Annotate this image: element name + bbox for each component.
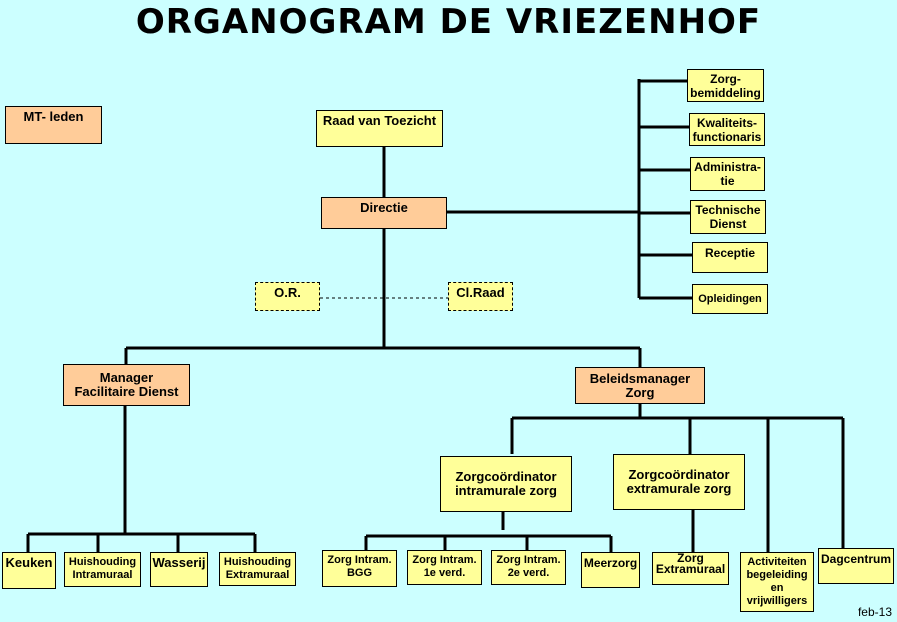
or-box: O.R. [255, 282, 320, 311]
staff-kwaliteitsfunctionaris: Kwaliteits- functionaris [689, 113, 765, 146]
dept-keuken: Keuken [2, 552, 56, 589]
dept-huishouding-extramuraal: Huishouding Extramuraal [219, 552, 296, 586]
date-footer: feb-13 [857, 605, 892, 619]
staff-administratie: Administra- tie [690, 157, 765, 191]
dept-zorg-intram-1e: Zorg Intram. 1e verd. [407, 550, 482, 585]
directie: Directie [321, 197, 447, 229]
zorgcoordinator-intramuraal: Zorgcoördinator intramurale zorg [440, 456, 572, 512]
clraad-box: Cl.Raad [448, 282, 513, 311]
beleidsmanager-zorg: Beleidsmanager Zorg [575, 367, 705, 404]
zorgcoordinator-extramuraal: Zorgcoördinator extramurale zorg [613, 454, 745, 510]
mt-legend: MT- leden [5, 106, 102, 144]
staff-receptie: Receptie [692, 242, 768, 273]
raad-van-toezicht: Raad van Toezicht [316, 110, 443, 147]
dept-zorg-intram-2e: Zorg Intram. 2e verd. [491, 550, 566, 585]
dept-wasserij: Wasserij [150, 552, 208, 587]
dept-dagcentrum: Dagcentrum [818, 548, 894, 584]
manager-facilitaire-dienst: Manager Facilitaire Dienst [63, 364, 190, 406]
staff-opleidingen: Opleidingen [692, 284, 768, 314]
dept-meerzorg: Meerzorg [581, 552, 640, 588]
dept-zorg-extramuraal: Zorg Extramuraal [652, 552, 729, 585]
dept-huishouding-intramuraal: Huishouding Intramuraal [64, 552, 141, 587]
staff-zorgbemiddeling: Zorg- bemiddeling [687, 69, 764, 102]
dept-activiteiten-begeleiding: Activiteiten begeleiding en vrijwilliger… [740, 552, 814, 612]
staff-technische-dienst: Technische Dienst [690, 200, 766, 234]
page-title: ORGANOGRAM DE VRIEZENHOF [135, 2, 762, 42]
dept-zorg-intram-bgg: Zorg Intram. BGG [322, 550, 397, 587]
